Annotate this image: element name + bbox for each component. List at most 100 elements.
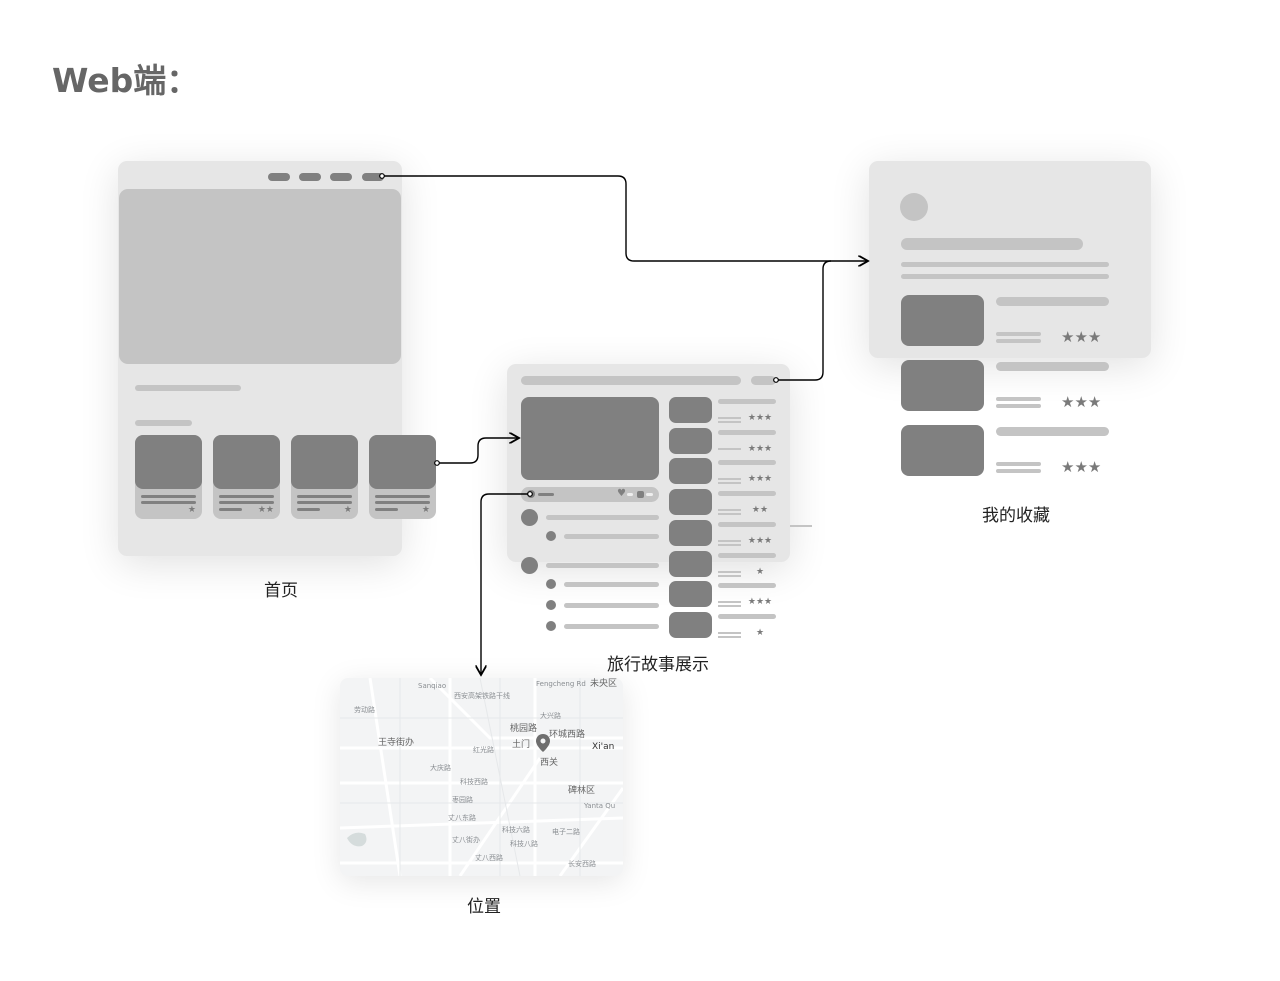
- reply-avatar[interactable]: [546, 579, 556, 589]
- reply-avatar[interactable]: [546, 621, 556, 631]
- story-thumbnail[interactable]: [669, 397, 712, 423]
- story-title-line: [718, 613, 776, 619]
- story-title-line: [718, 491, 776, 497]
- story-meta-line: [718, 605, 741, 608]
- avatar[interactable]: [900, 193, 928, 221]
- thumb-count-bar: [646, 493, 653, 496]
- story-meta-line: [718, 417, 741, 419]
- location-label: 位置: [467, 897, 501, 917]
- map-label: 大兴路: [540, 712, 561, 720]
- location-icon[interactable]: [527, 490, 535, 498]
- story-title-line: [718, 583, 776, 589]
- map-label: 环城西路: [549, 730, 586, 740]
- card-text-line: [375, 508, 398, 511]
- map-label: Xi'an: [592, 742, 615, 752]
- star-rating: ★★★: [747, 474, 773, 485]
- favorite-thumbnail[interactable]: [901, 295, 984, 346]
- map-label: 科技八路: [510, 840, 538, 848]
- destination-card[interactable]: ★: [291, 435, 358, 519]
- star-rating: ★★★: [747, 443, 773, 454]
- map-label: Yanta Qu: [584, 802, 616, 810]
- favorite-meta-line: [996, 469, 1041, 473]
- nav-item[interactable]: [268, 173, 290, 181]
- story-thumbnail[interactable]: [669, 550, 712, 577]
- star-rating: ★: [755, 627, 765, 638]
- favorites-content: ★★★ ★★★ ★★★: [869, 161, 1151, 481]
- commenter-avatar[interactable]: [521, 557, 538, 574]
- story-video[interactable]: [521, 397, 659, 480]
- story-title-line: [718, 399, 776, 404]
- reply-avatar[interactable]: [546, 600, 556, 610]
- reply-avatar[interactable]: [546, 531, 556, 541]
- map-label: 红光路: [473, 746, 494, 754]
- star-rating: ★★★: [747, 535, 773, 546]
- star-rating: ★: [421, 505, 430, 515]
- story-title-line: [718, 552, 776, 558]
- story-meta-line: [718, 421, 741, 423]
- destination-card[interactable]: ★: [369, 435, 436, 519]
- map-label: 土门: [512, 740, 531, 750]
- map-label: 科技西路: [460, 778, 488, 786]
- story-title-line: [718, 429, 776, 435]
- map-label: 长安西路: [568, 860, 596, 868]
- connector-story-to-favorites: [776, 260, 832, 381]
- heart-icon[interactable]: ♥: [617, 488, 626, 499]
- connector-home-to-favorites: [382, 175, 868, 261]
- story-thumbnail[interactable]: [669, 611, 712, 638]
- page-heading: Web端：: [52, 61, 200, 100]
- favorite-thumbnail[interactable]: [901, 425, 984, 476]
- bio-line: [901, 262, 1109, 267]
- star-rating: ★: [343, 505, 352, 515]
- favorite-thumbnail[interactable]: [901, 360, 984, 411]
- star-rating: ★★★: [1061, 328, 1102, 346]
- star-rating: ★★★: [747, 413, 773, 423]
- star-rating: ★★: [257, 505, 274, 515]
- map-label: 未央区: [590, 679, 618, 689]
- story-thumbnail[interactable]: [669, 427, 712, 454]
- story-thumbnail[interactable]: [669, 489, 712, 516]
- story-thumbnail[interactable]: [669, 458, 712, 485]
- card-text-line: [297, 508, 320, 511]
- destination-card[interactable]: ★: [135, 435, 202, 519]
- story-thumbnail[interactable]: [669, 581, 712, 608]
- favorite-meta-line: [996, 404, 1041, 408]
- favorite-title-bar: [996, 362, 1109, 371]
- search-bar[interactable]: [521, 376, 741, 385]
- story-meta-line: [718, 509, 741, 512]
- card-text-line: [219, 508, 242, 511]
- star-rating: ★★★: [1061, 458, 1102, 476]
- story-meta-line: [718, 635, 741, 638]
- favorite-title-bar: [996, 297, 1109, 306]
- star-rating: ★★★: [747, 597, 773, 608]
- star-rating: ★★★: [1061, 393, 1102, 411]
- location-text-bar: [538, 493, 554, 496]
- comment-line: [546, 563, 659, 568]
- story-meta-line: [718, 478, 741, 481]
- map-label: 西安高架铁路干线: [454, 692, 510, 700]
- like-count-bar: [627, 493, 633, 496]
- story-title-line: [718, 521, 776, 527]
- map-label: 王寺街办: [378, 738, 415, 748]
- star-rating: ★: [187, 505, 196, 515]
- story-thumbnail[interactable]: [669, 519, 712, 546]
- favorite-meta-line: [996, 462, 1041, 466]
- divider: [790, 525, 812, 527]
- story-meta-line: [718, 574, 741, 577]
- commenter-avatar[interactable]: [521, 509, 538, 526]
- card-image: [135, 435, 202, 489]
- card-image: [291, 435, 358, 489]
- map-pin-icon[interactable]: [536, 734, 550, 752]
- star-rating: ★★: [751, 505, 769, 516]
- reply-line: [564, 534, 659, 539]
- thumbs-up-icon[interactable]: [637, 491, 644, 498]
- favorite-meta-line: [996, 332, 1041, 336]
- map-label: 枣园路: [452, 796, 473, 804]
- nav-item[interactable]: [299, 173, 321, 181]
- nav-item[interactable]: [330, 173, 352, 181]
- map-label: 丈八东路: [448, 814, 476, 822]
- destination-card[interactable]: ★★: [213, 435, 280, 519]
- nav-item-favorites[interactable]: [362, 173, 384, 181]
- favorites-button[interactable]: [751, 376, 776, 385]
- star-rating: ★: [755, 566, 765, 577]
